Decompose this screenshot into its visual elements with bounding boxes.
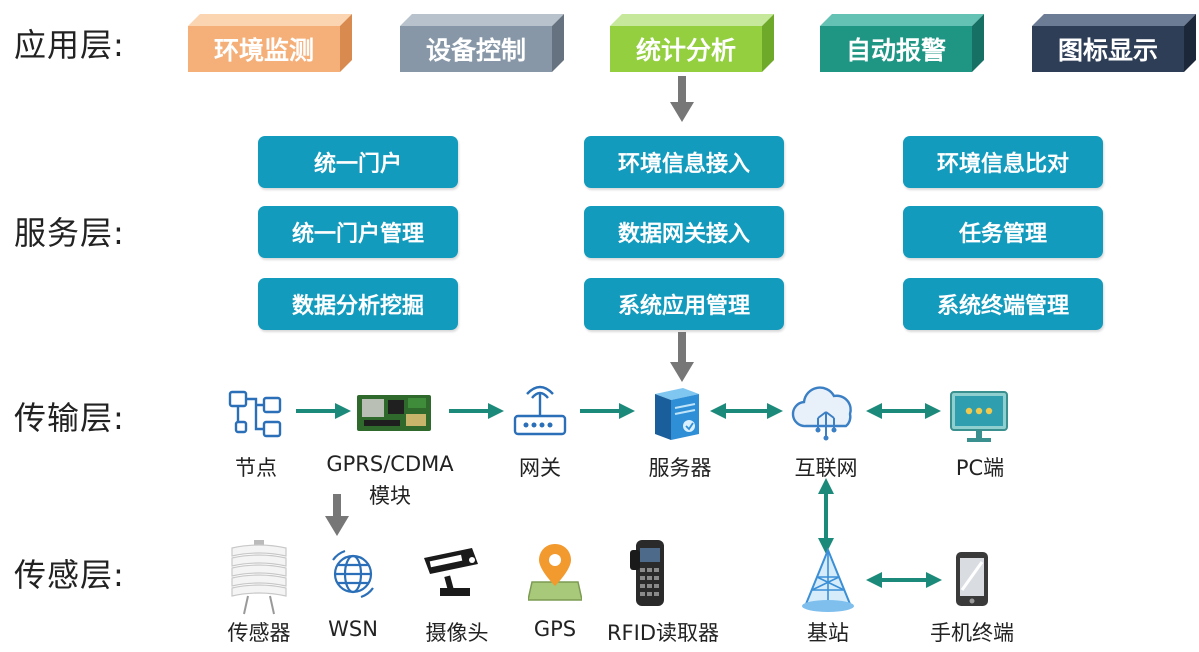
arrow-gprs-to-wsn: [325, 494, 349, 536]
app-layer-label: 应用层:: [14, 26, 125, 64]
arrow-service-to-server: [670, 332, 694, 382]
camera-icon: [424, 548, 478, 596]
mobile-label: 手机终端: [930, 621, 1014, 645]
router-gateway-icon: [513, 385, 567, 436]
service-unified-portal-mgmt[interactable]: 统一门户管理: [258, 206, 458, 258]
service-task-mgmt[interactable]: 任务管理: [903, 206, 1103, 258]
internet-cloud-icon: [791, 386, 852, 441]
rfid-reader-icon: [630, 540, 664, 606]
camera-label: 摄像头: [425, 621, 489, 645]
service-layer-label: 服务层:: [14, 214, 125, 252]
service-system-app-mgmt[interactable]: 系统应用管理: [584, 278, 784, 330]
service-data-gateway-access[interactable]: 数据网关接入: [584, 206, 784, 258]
service-env-info-access[interactable]: 环境信息接入: [584, 136, 784, 188]
service-data-mining[interactable]: 数据分析挖掘: [258, 278, 458, 330]
pc-label: PC端: [955, 456, 1005, 480]
node-label: 节点: [235, 456, 277, 480]
gprs-label-line2: 模块: [369, 484, 411, 508]
app-box-label: 图标显示: [1032, 26, 1184, 72]
service-terminal-mgmt[interactable]: 系统终端管理: [903, 278, 1103, 330]
server-label: 服务器: [648, 456, 712, 480]
gateway-label: 网关: [519, 456, 561, 480]
rfid-label: RFID读取器: [606, 621, 720, 645]
mobile-phone-icon: [956, 552, 988, 606]
gprs-module-icon: [357, 395, 431, 431]
sensing-layer-label: 传感层:: [14, 556, 125, 594]
pc-monitor-icon: [950, 391, 1008, 442]
app-box-label: 环境监测: [188, 26, 340, 72]
server-icon: [655, 388, 699, 440]
base-station-icon: [802, 548, 854, 612]
transport-layer-label: 传输层:: [14, 399, 125, 437]
wsn-globe-icon: [332, 549, 374, 599]
internet-label: 互联网: [794, 456, 858, 480]
sensor-label: 传感器: [227, 621, 291, 645]
sensor-shelter-icon: [231, 540, 287, 615]
network-node-icon: [228, 390, 282, 438]
gprs-label-line1: GPRS/CDMA: [326, 452, 454, 476]
wsn-label: WSN: [328, 617, 378, 641]
arrow-stats-to-service: [670, 76, 694, 122]
gps-label: GPS: [533, 617, 577, 641]
service-unified-portal[interactable]: 统一门户: [258, 136, 458, 188]
service-env-info-compare[interactable]: 环境信息比对: [903, 136, 1103, 188]
base-station-label: 基站: [807, 621, 849, 645]
gps-pin-icon: [528, 544, 582, 601]
app-box-label: 自动报警: [820, 26, 972, 72]
app-box-label: 统计分析: [610, 26, 762, 72]
app-box-label: 设备控制: [400, 26, 552, 72]
